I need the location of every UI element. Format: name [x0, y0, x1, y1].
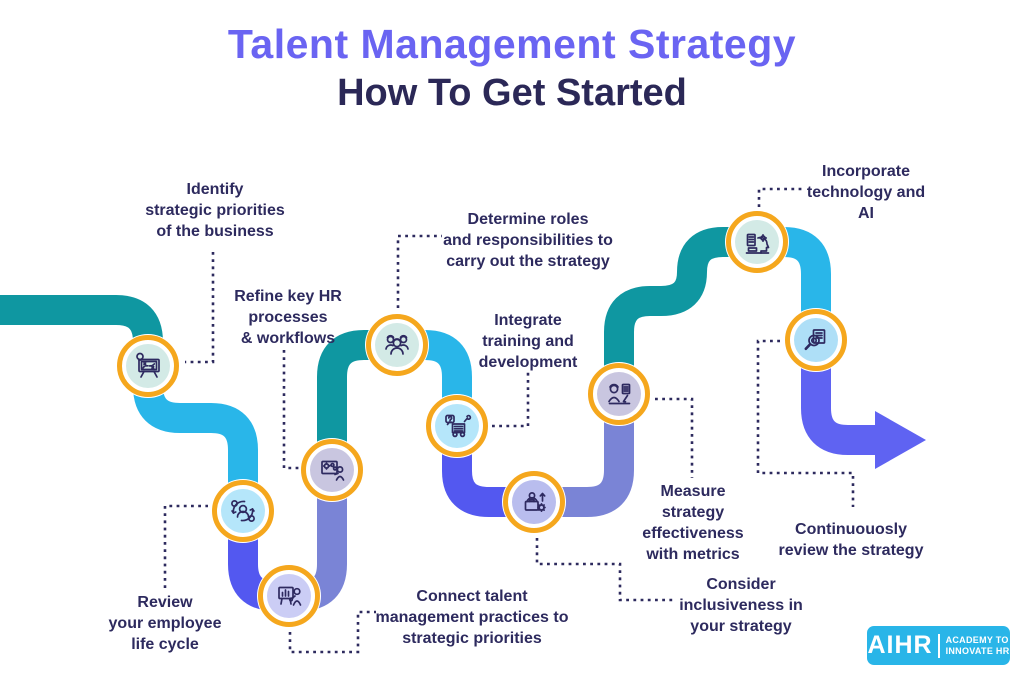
step-label-8: Measure strategy effectiveness with metr…: [642, 483, 744, 563]
leader-line-5: [396, 234, 442, 308]
step-label-4: Refine key HR processes & workflows: [234, 288, 342, 347]
workflow-board-icon: [321, 460, 345, 481]
inclusiveness-icon: [524, 492, 546, 513]
aihr-logo: AIHR ACADEMY TO INNOVATE HR: [867, 626, 1010, 665]
step-node-5: [365, 313, 429, 377]
title-line-1: Talent Management Strategy: [227, 21, 797, 67]
ribbon-segment-7-8: [534, 394, 634, 517]
leader-line-9: [757, 187, 803, 207]
leader-line-1: [185, 252, 215, 364]
report-writing-icon: [608, 383, 631, 405]
aihr-logo-brand: AIHR: [867, 631, 933, 659]
leader-line-6: [492, 372, 530, 428]
leader-line-7: [535, 538, 674, 602]
step-node-10: [784, 308, 848, 372]
step-node-2: [211, 479, 275, 543]
strategy-roadmap-icon: [136, 352, 160, 378]
step-node-3: [257, 564, 321, 628]
ribbon-segment-exit: [801, 340, 877, 455]
employee-lifecycle-icon: [231, 500, 255, 522]
ribbon-segment-1-2: [133, 366, 258, 511]
leader-line-4: [282, 350, 302, 470]
title-line-2: How To Get Started: [337, 72, 687, 114]
aihr-tagline-line2: INNOVATE HR: [945, 645, 1010, 656]
aihr-tagline-line1: ACADEMY TO: [945, 634, 1009, 645]
step-label-2: Review your employee life cycle: [108, 594, 222, 653]
ribbon-segment-6-7: [442, 426, 534, 517]
step-node-9: [725, 210, 789, 274]
step-label-10: Continuouosly review the strategy: [778, 521, 924, 559]
step-label-3: Connect talent management practices to s…: [375, 588, 569, 647]
technology-ai-icon: [745, 233, 770, 254]
document-search-icon: [804, 329, 826, 351]
step-node-1: [116, 334, 180, 398]
aihr-logo-tagline: ACADEMY TO INNOVATE HR: [946, 635, 1010, 657]
leader-line-10: [756, 339, 855, 507]
step-node-6: [425, 394, 489, 458]
presentation-chart-icon: [278, 586, 302, 606]
aihr-logo-divider: [937, 633, 940, 658]
leader-line-3: [288, 610, 376, 654]
step-label-1: Identify strategic priorities of the bus…: [145, 181, 285, 240]
ribbon-segment-8-9: [604, 227, 757, 394]
step-label-9: Incorporate technology and AI: [806, 163, 926, 222]
step-label-7: Consider inclusiveness in your strategy: [679, 576, 803, 635]
leader-line-8: [655, 397, 694, 478]
arrowhead-icon: [875, 411, 926, 469]
step-node-4: [300, 438, 364, 502]
leader-line-2: [163, 504, 208, 588]
step-node-8: [587, 362, 651, 426]
ribbon-segment-4-5: [317, 330, 397, 470]
step-label-6: Integrate training and development: [478, 312, 578, 371]
training-icon: [445, 414, 472, 438]
step-node-7: [502, 470, 566, 534]
step-label-5: Determine roles and responsibilities to …: [443, 211, 613, 270]
team-icon: [385, 334, 409, 355]
page-title: Talent Management Strategy How To Get St…: [0, 18, 1024, 116]
